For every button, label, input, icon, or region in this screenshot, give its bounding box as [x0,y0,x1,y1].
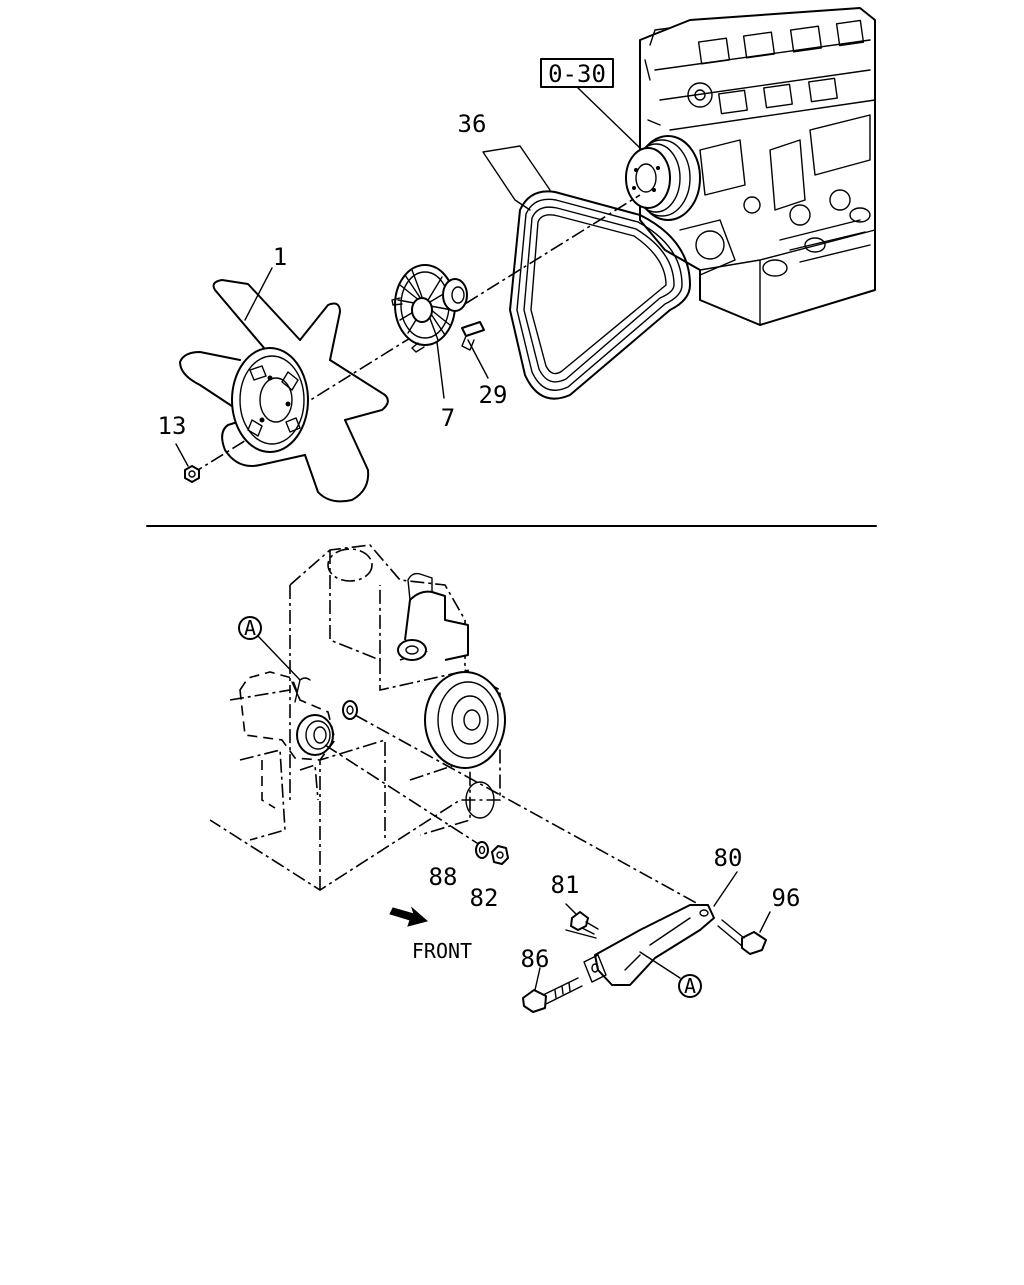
front-arrow-icon [389,906,429,927]
leader-1 [244,267,273,321]
callout-96: 96 [772,884,801,912]
bolt-96 [717,911,771,955]
callout-80: 80 [714,844,743,872]
leader-7 [436,341,445,399]
callout-7: 7 [441,404,455,432]
callout-82: 82 [470,884,499,912]
stud-washer [342,700,358,720]
thermostat-housing [397,572,469,661]
mount-axis-line [354,714,701,906]
bolt-86 [522,967,583,1013]
v-belt [509,190,691,400]
fan-clutch [391,264,468,353]
circle-a-lower: A [639,951,702,998]
bolt-81 [565,903,599,939]
front-label: FRONT [412,939,472,963]
crank-pulley [625,135,701,221]
callout-86: 86 [521,945,550,973]
callout-29: 29 [479,381,508,409]
leader-80 [713,871,738,907]
callout-81: 81 [551,871,580,899]
pump-body [239,671,336,809]
callout-36: 36 [458,110,551,211]
callout-13: 13 [158,412,187,440]
bracket-80 [583,904,715,986]
cooling-fan [179,279,389,503]
reference-box-0-30: 0-30 [540,58,641,149]
circle-a-upper-label: A [244,616,256,640]
callout-36-label: 36 [458,110,487,138]
ref-box-label: 0-30 [548,60,606,88]
engine-block-upper [639,7,876,326]
nut-82 [491,845,509,865]
nut-axis-line [324,744,481,846]
nut-13 [175,443,200,483]
alternator-pulley [424,671,506,819]
circle-a-upper: A [238,616,301,681]
bolt-29 [461,321,489,379]
circle-a-lower-label: A [684,974,696,998]
callout-1: 1 [273,243,287,271]
callout-88: 88 [429,863,458,891]
washer-88 [475,841,489,859]
